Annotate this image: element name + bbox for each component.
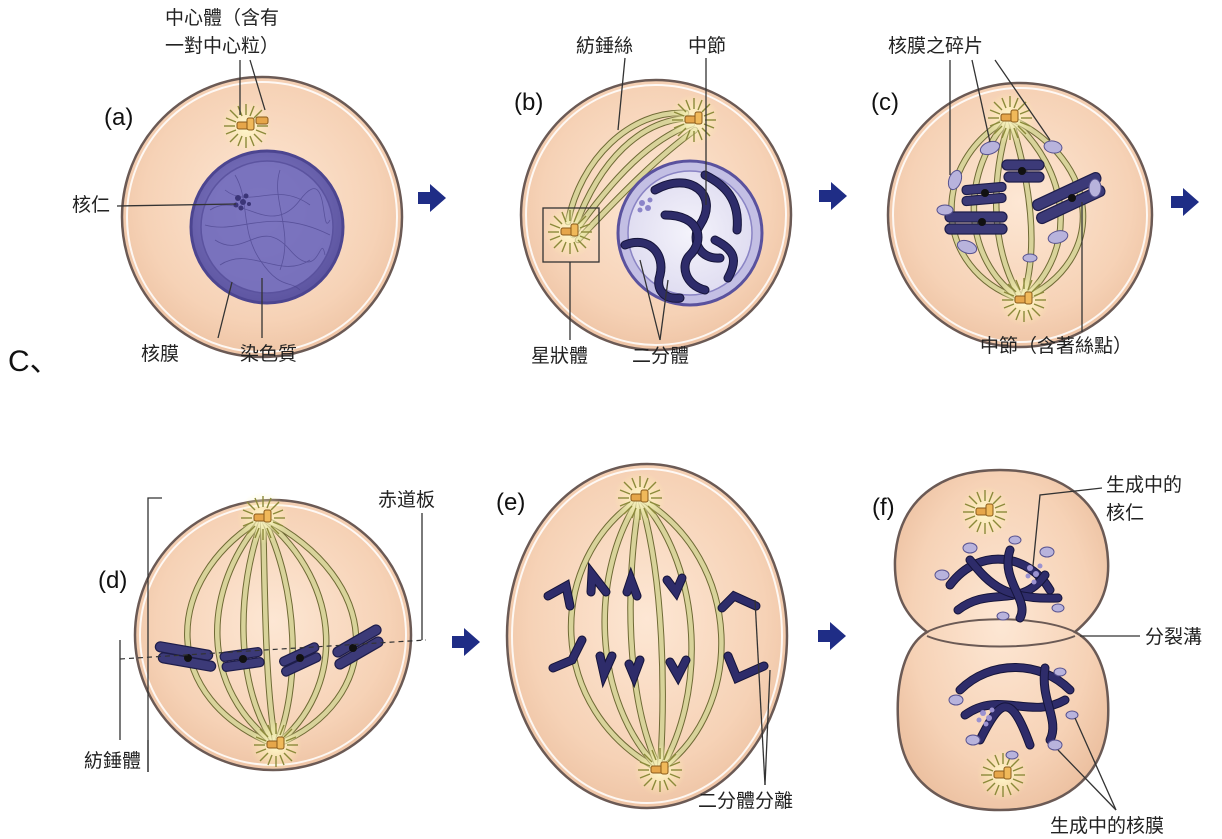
spindle-label: 紡錘體	[84, 750, 141, 772]
cleavage-furrow-label: 分裂溝	[1145, 626, 1202, 648]
right-arrow-icon	[1171, 188, 1199, 216]
chromatin-label: 染色質	[240, 343, 297, 365]
panel-c-label: (c)	[871, 89, 899, 116]
centromere-label: 中節	[688, 35, 726, 57]
panel-f-label: (f)	[872, 494, 895, 521]
spindle-fiber-label: 紡錘絲	[576, 35, 633, 57]
right-arrow-icon	[452, 628, 480, 656]
centromere-kinetochore-label: 中節（含著絲點）	[980, 335, 1132, 357]
panel-b: (b)	[514, 35, 791, 367]
aster-label: 星狀體	[531, 345, 588, 367]
forming-envelope-label: 生成中的核膜	[1050, 815, 1164, 837]
centrosome-label-2: 一對中心粒）	[165, 35, 279, 57]
nuclear-envelope-label: 核膜	[141, 343, 179, 365]
dyad-label: 二分體	[632, 345, 689, 367]
centrosome-label: 中心體（含有	[165, 7, 279, 29]
panel-e-label: (e)	[496, 489, 525, 516]
panel-b-label: (b)	[514, 89, 543, 116]
panel-f: (f)	[872, 470, 1202, 837]
dyad-separation-label: 二分體分離	[698, 790, 793, 812]
panel-e: (e)	[496, 464, 793, 812]
panel-d-label: (d)	[98, 567, 127, 594]
aster-b	[544, 206, 596, 258]
metaphase-plate-label: 赤道板	[378, 489, 435, 511]
right-arrow-icon	[818, 622, 846, 650]
right-arrow-icon	[418, 184, 446, 212]
nucleolus-label: 核仁	[72, 194, 110, 216]
panel-d: (d)	[84, 489, 435, 772]
forming-nucleolus-label: 生成中的	[1106, 474, 1182, 496]
question-label: C、	[8, 345, 60, 378]
forming-nucleolus-label-2: 核仁	[1106, 502, 1144, 524]
panel-c: (c)	[871, 35, 1152, 357]
panel-a-label: (a)	[104, 104, 133, 131]
envelope-fragments-label: 核膜之碎片	[888, 35, 983, 57]
right-arrow-icon	[819, 182, 847, 210]
panel-a: (a) 中心體（含有 一對中心粒） 核仁	[72, 7, 402, 365]
